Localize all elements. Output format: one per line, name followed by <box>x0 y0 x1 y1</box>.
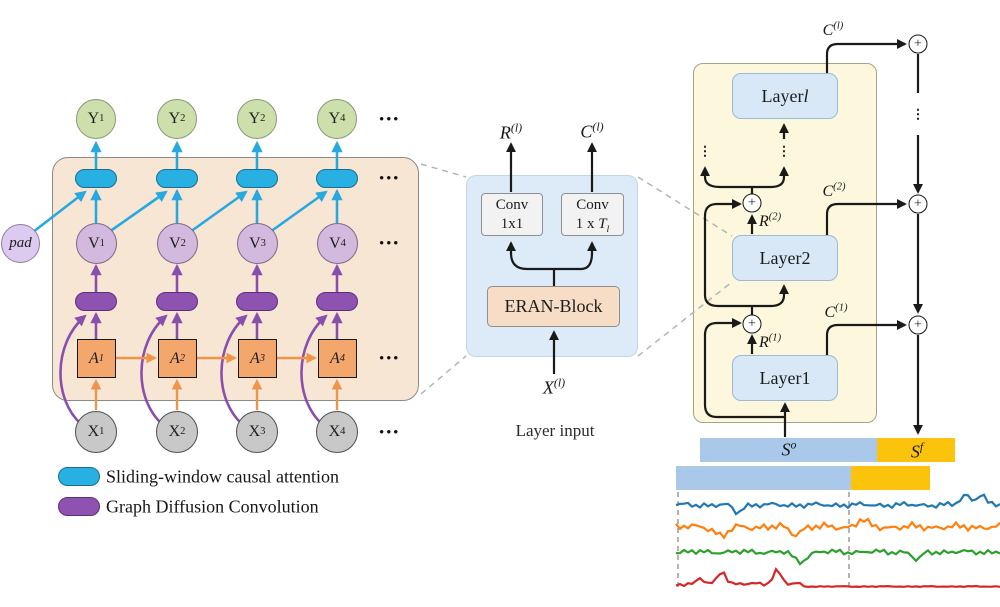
row-ellipsis: ••• <box>379 111 401 126</box>
legend-gdc-pill <box>58 497 100 516</box>
series-orange <box>675 517 1000 540</box>
sum-node: + <box>742 193 762 213</box>
c1-label: C(1) <box>824 302 848 321</box>
sum-node: + <box>908 34 928 54</box>
c2-label: C(2) <box>822 181 846 200</box>
attention-arrows <box>32 140 343 234</box>
stack-ellipsis: ⋮ <box>698 143 712 159</box>
attention-pill <box>156 169 198 188</box>
legend-attention-label: Sliding-window causal attention <box>106 466 339 487</box>
window-split-lines <box>677 492 850 589</box>
series-blue <box>675 493 1000 516</box>
adjacency-arrows <box>90 352 343 410</box>
cl-label: C(l) <box>822 20 844 39</box>
layer-1-box: Layer 1 <box>732 355 838 401</box>
row-ellipsis: ••• <box>379 235 401 250</box>
graph-diffusion-arrows <box>59 263 343 425</box>
legend-attention-pill <box>58 467 100 486</box>
row-ellipsis: ••• <box>379 170 401 185</box>
stack-ellipsis: ⋮ <box>777 143 791 159</box>
s-forecast-label: Sf <box>910 439 924 462</box>
sum-node: + <box>908 194 928 214</box>
layer-2-box: Layer 2 <box>732 235 838 281</box>
forecast-bar <box>877 438 955 462</box>
eran-detail-arrows <box>505 142 598 374</box>
layer-l-box: Layer l <box>732 73 838 119</box>
series-red <box>675 567 1000 589</box>
legend-gdc-label: Graph Diffusion Convolution <box>106 496 319 517</box>
sum-node: + <box>742 314 762 334</box>
r-output-label: R(l) <box>499 120 523 143</box>
pad-node: pad <box>1 224 40 263</box>
gdc-pill <box>316 292 358 311</box>
observed-bar-shifted <box>676 466 851 490</box>
conv-1xT-box: Conv 1 x Tl <box>561 193 624 236</box>
observed-bar <box>700 438 877 462</box>
gdc-pill <box>75 292 117 311</box>
c-output-label: C(l) <box>580 119 604 142</box>
x-input-label: X(l) <box>542 375 566 398</box>
forecast-bar-shifted <box>851 466 930 490</box>
s-observed-label: So <box>781 437 797 460</box>
chain-ellipsis: ⋮ <box>911 106 925 122</box>
row-ellipsis: ••• <box>379 350 401 365</box>
r1-label: R(1) <box>759 332 782 351</box>
zoom-connector-lines <box>420 163 733 395</box>
attention-pill <box>316 169 358 188</box>
row-ellipsis: ••• <box>379 424 401 439</box>
r2-label: R(2) <box>759 211 782 230</box>
timeseries-plot <box>675 493 1000 589</box>
gdc-pill <box>236 292 278 311</box>
attention-pill <box>75 169 117 188</box>
attention-pill <box>236 169 278 188</box>
sum-node: + <box>908 315 928 335</box>
series-green <box>675 548 1000 566</box>
eran-block: ERAN-Block <box>487 286 620 327</box>
layer-input-caption: Layer input <box>515 421 595 440</box>
gdc-pill <box>156 292 198 311</box>
layer-stack-arrows <box>699 38 924 437</box>
